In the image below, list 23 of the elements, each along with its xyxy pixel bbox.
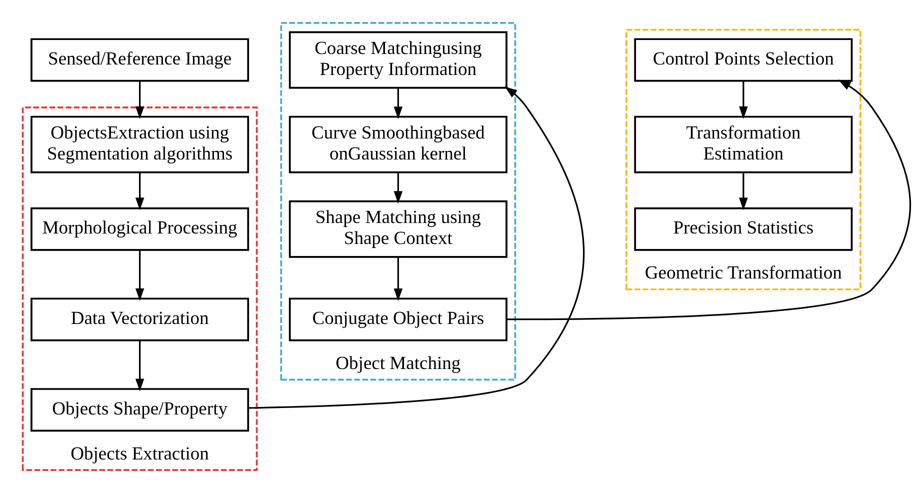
node-box: Data Vectorization xyxy=(30,298,250,342)
node-box: Precision Statistics xyxy=(634,207,853,251)
node-box: Sensed/Reference Image xyxy=(30,38,250,82)
node-box: Morphological Processing xyxy=(30,207,250,251)
arrow xyxy=(507,80,911,320)
node-box: Conjugate Object Pairs xyxy=(288,298,508,342)
node-box: Control Points Selection xyxy=(634,38,853,82)
arrow xyxy=(248,86,584,409)
node-box: Curve Smoothingbased onGaussian kernel xyxy=(288,116,508,174)
node-box: Transformation Estimation xyxy=(634,116,853,174)
node-box: ObjectsExtraction using Segmentation algorithms xyxy=(30,116,250,174)
arrow xyxy=(135,250,144,301)
node-box: Coarse Matchingusing Property Information xyxy=(288,31,508,89)
arrow xyxy=(135,81,144,119)
arrow xyxy=(135,172,144,210)
arrow xyxy=(739,172,748,210)
arrow xyxy=(394,172,403,204)
arrow xyxy=(394,257,403,302)
node-box: Objects Shape/Property xyxy=(30,388,250,432)
arrow xyxy=(739,81,748,119)
arrow xyxy=(135,340,144,392)
node-box: Shape Matching using Shape Context xyxy=(288,200,508,258)
arrow xyxy=(394,88,403,120)
